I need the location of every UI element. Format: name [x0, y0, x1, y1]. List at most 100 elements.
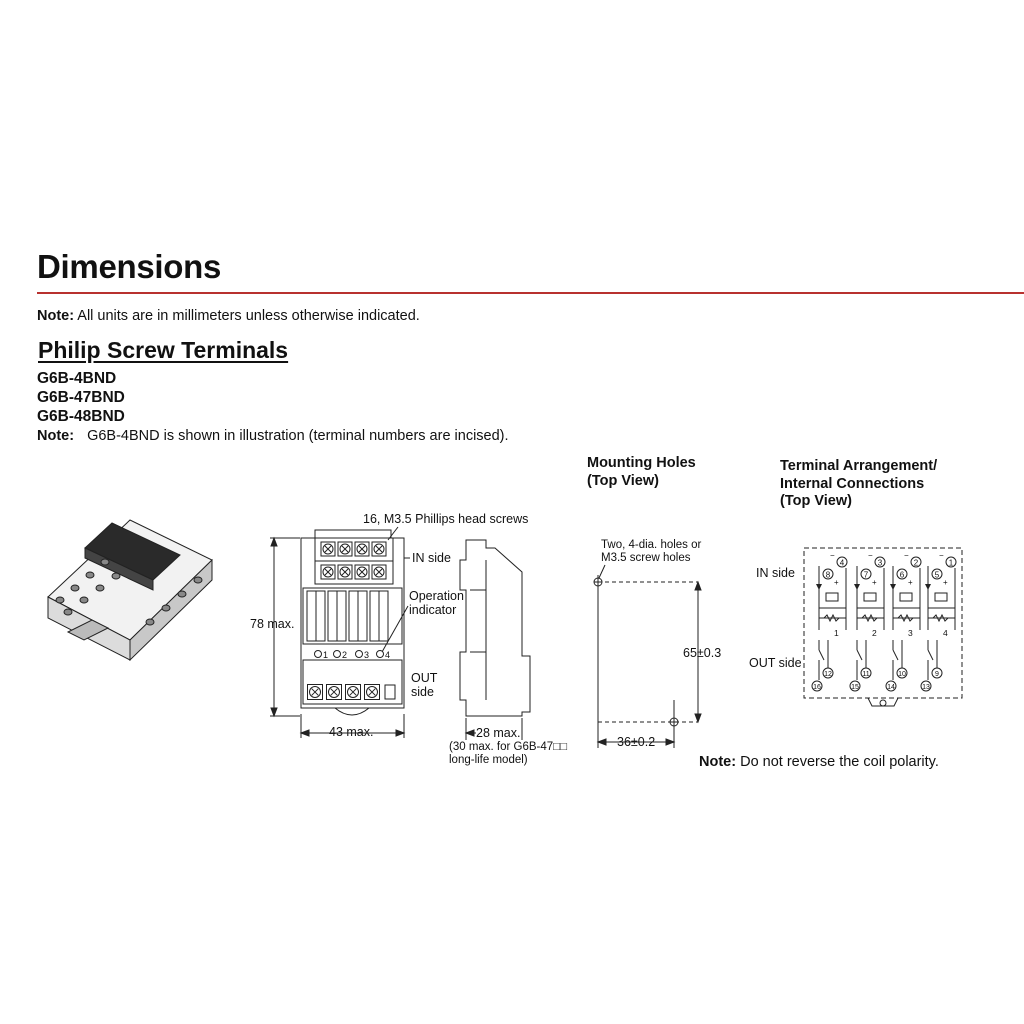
depth-note-line1: (30 max. for G6B-47□□ [449, 741, 568, 753]
socket-side-face [129, 558, 213, 662]
out-terminal-9: 9 [935, 671, 939, 678]
in-terminal-2: 2 [914, 559, 919, 568]
holes-label: Two, 4-dia. holes or M3.5 screw holes [601, 539, 701, 565]
terminal-arrangement-title-line3: (Top View) [780, 493, 852, 509]
in-terminal-5: 5 [935, 571, 940, 580]
out-screw-2 [326, 684, 342, 700]
in-screw-bottom-3 [354, 564, 370, 580]
indicator-number: 1 [323, 650, 328, 660]
page-title: Dimensions [37, 248, 222, 285]
front-out-side-line2: side [411, 685, 434, 699]
out-screw-4 [364, 684, 380, 700]
indicator-number: 4 [385, 650, 390, 660]
iso-screw-3 [85, 571, 95, 579]
operation-indicator-label: Operation indicator [409, 589, 464, 617]
polarity-minus: − [904, 551, 909, 560]
in-screw-top-4 [371, 541, 387, 557]
indicator-number: 2 [342, 650, 347, 660]
width-dimension: 43 max. [329, 725, 374, 739]
diode [890, 584, 896, 590]
polarity-plus: + [908, 578, 913, 587]
depth-note: (30 max. for G6B-47□□ long-life model) [449, 741, 567, 767]
iso-screw-12 [111, 572, 121, 580]
in-terminal-8: 8 [826, 571, 831, 580]
polarity-minus: − [830, 551, 835, 560]
iso-screw-10 [79, 596, 89, 604]
units-note-label: Note: [37, 308, 75, 324]
out-screw-3 [345, 684, 361, 700]
channel-number-2: 2 [872, 628, 877, 638]
title-divider [37, 292, 1024, 294]
iso-screw-9 [63, 608, 73, 616]
schematic-outline [803, 547, 963, 699]
relay-1 [306, 590, 326, 642]
out-terminal-11: 11 [862, 671, 869, 678]
diode [854, 584, 860, 590]
hdim-arrow-right [665, 738, 676, 746]
mount-foot [66, 619, 110, 641]
in-terminal-4: 4 [840, 559, 845, 568]
holes-label-line2: M3.5 screw holes [601, 552, 691, 564]
height-dimension: 78 max. [250, 617, 295, 631]
height-arrow-top [270, 536, 278, 547]
model-3: G6B-48BND [37, 408, 125, 425]
channel-number-3: 3 [908, 628, 913, 638]
mounting-holes-title-line1: Mounting Holes [587, 455, 696, 471]
schematic-hook-hole [879, 699, 887, 707]
iso-screw-2 [70, 584, 80, 592]
out-terminal-10: 10 [898, 671, 906, 678]
depth-dimension: 28 max. [476, 726, 521, 740]
operation-indicator-2: 2 [333, 650, 347, 660]
in-screw-top-2 [337, 541, 353, 557]
diode [925, 584, 931, 590]
mounting-holes-title: Mounting Holes (Top View) [587, 455, 696, 490]
iso-screw-11 [95, 584, 105, 592]
channel-number-4: 4 [943, 628, 948, 638]
section-title: Philip Screw Terminals [38, 337, 289, 363]
bottom-hook [334, 707, 370, 716]
width-arrow-right [395, 729, 406, 737]
in-terminal-6: 6 [900, 571, 905, 580]
depth-arrow-left [464, 729, 475, 737]
in-screw-bottom-1 [320, 564, 336, 580]
schematic-in-side-label: IN side [756, 566, 795, 580]
iso-screw-5 [145, 618, 155, 626]
relay-3 [348, 590, 368, 642]
terminal-arrangement-title-line2: Internal Connections [780, 475, 925, 492]
polarity-plus: + [834, 578, 839, 587]
schematic-hook [867, 697, 899, 707]
screws-label: 16, M3.5 Phillips head screws [363, 512, 529, 526]
schematic-out-side-label: OUT side [749, 656, 802, 670]
iso-screw-7 [177, 590, 187, 598]
units-note: Note: All units are in millimeters unles… [37, 308, 420, 324]
in-screw-bottom-4 [371, 564, 387, 580]
in-terminal-3: 3 [878, 559, 883, 568]
out-terminal-14: 14 [887, 684, 895, 691]
height-arrow-bottom [270, 707, 278, 718]
out-terminal-block [302, 659, 403, 705]
vdim-arrow-top [694, 580, 702, 591]
polarity-plus: + [943, 578, 948, 587]
model-2: G6B-47BND [37, 389, 125, 406]
units-note-text: All units are in millimeters unless othe… [74, 308, 420, 324]
front-in-side-label: IN side [412, 551, 451, 565]
out-terminal-13: 13 [922, 684, 930, 691]
screws-leader [387, 526, 399, 541]
out-terminal-16: 16 [813, 684, 821, 691]
model-1: G6B-4BND [37, 370, 117, 387]
operation-indicator-1: 1 [314, 650, 328, 660]
in-terminal-1: 1 [949, 559, 954, 568]
out-terminal-15: 15 [851, 684, 859, 691]
polarity-note: Note: Do not reverse the coil polarity. [699, 754, 939, 770]
polarity-minus: − [939, 551, 944, 560]
indicator-leader [381, 605, 409, 653]
iso-screw-8 [193, 576, 203, 584]
front-out-side-label: OUT side [411, 671, 437, 699]
